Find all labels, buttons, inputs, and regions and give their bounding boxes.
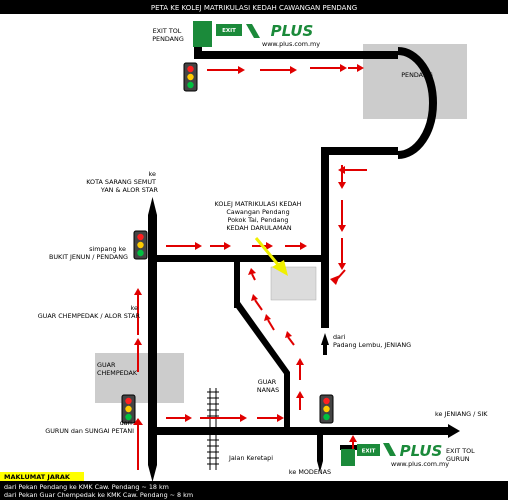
plus-highway-sign-icon: EXIT PLUS www.plus.com.my bbox=[341, 442, 449, 468]
label-exit-tol-pendang: EXIT TOL PENDANG bbox=[152, 27, 184, 43]
label-kolej-matrikulasi: KOLEJ MATRIKULASI KEDAH Cawangan Pendang… bbox=[214, 200, 303, 232]
label-guar-chempedak-alor-star: ke GUAR CHEMPEDAK / ALOR STAR bbox=[38, 304, 141, 320]
label-jalan-keretapi: Jalan Keretapi bbox=[228, 454, 273, 462]
arrow-up-icon bbox=[148, 197, 157, 215]
label-guar-chempedak-area: GUAR CHEMPEDAK bbox=[97, 361, 138, 377]
plus-brand: PLUS bbox=[400, 442, 443, 460]
title-bar bbox=[0, 0, 508, 14]
kolej-pointer bbox=[254, 237, 282, 268]
maklumat-jarak-panel bbox=[0, 481, 508, 500]
arrow-down-icon bbox=[148, 465, 157, 482]
plus-url: www.plus.com.my bbox=[262, 40, 320, 48]
exit-sign-icon: EXIT bbox=[222, 28, 236, 34]
arrow-down-icon bbox=[317, 461, 323, 472]
arrow-up-icon bbox=[321, 333, 329, 345]
label-exit-tol-gurun: EXIT TOL GURUN bbox=[446, 447, 477, 463]
traffic-light-icon bbox=[133, 230, 148, 260]
traffic-light-icon bbox=[319, 394, 334, 424]
plus-brand: PLUS bbox=[271, 22, 314, 40]
label-kota-sarang-semut: ke KOTA SARANG SEMUT YAN & ALOR STAR bbox=[86, 170, 158, 194]
kolej-building bbox=[270, 266, 317, 301]
railway-track-icon bbox=[207, 388, 219, 470]
maklumat-jarak-heading: MAKLUMAT JARAK bbox=[4, 473, 71, 481]
guar-chempedak-area bbox=[95, 353, 184, 403]
label-modenas: ke MODENAS bbox=[289, 468, 331, 476]
maklumat-jarak-heading-bg bbox=[0, 472, 84, 481]
plus-url: www.plus.com.my bbox=[391, 460, 449, 468]
label-bukit-jenun: simpang ke BUKIT JENUN / PENDANG bbox=[49, 245, 128, 261]
map-title: PETA KE KOLEJ MATRIKULASI KEDAH CAWANGAN… bbox=[151, 4, 357, 12]
label-guar-nanas: GUAR NANAS bbox=[257, 378, 279, 394]
arrow-right-icon bbox=[448, 424, 460, 438]
road-network bbox=[148, 45, 448, 465]
maklumat-jarak-lines: dari Pekan Pendang ke KMK Caw. Pendang ~… bbox=[4, 483, 193, 499]
exit-sign-icon: EXIT bbox=[362, 449, 376, 455]
plus-highway-sign-icon: EXIT PLUS www.plus.com.my bbox=[193, 21, 320, 48]
label-gurun-sungai-petani: dari GURUN dan SUNGAI PETANI bbox=[45, 419, 134, 435]
traffic-light-icon bbox=[121, 394, 136, 424]
route-arrows bbox=[133, 64, 367, 470]
traffic-light-icon bbox=[183, 62, 198, 92]
label-jeniang-sik: ke JENIANG / SIK bbox=[435, 410, 488, 418]
label-padang-lembu: dari Padang Lembu, JENIANG bbox=[333, 333, 411, 349]
label-pendang: PENDANG bbox=[401, 71, 433, 79]
